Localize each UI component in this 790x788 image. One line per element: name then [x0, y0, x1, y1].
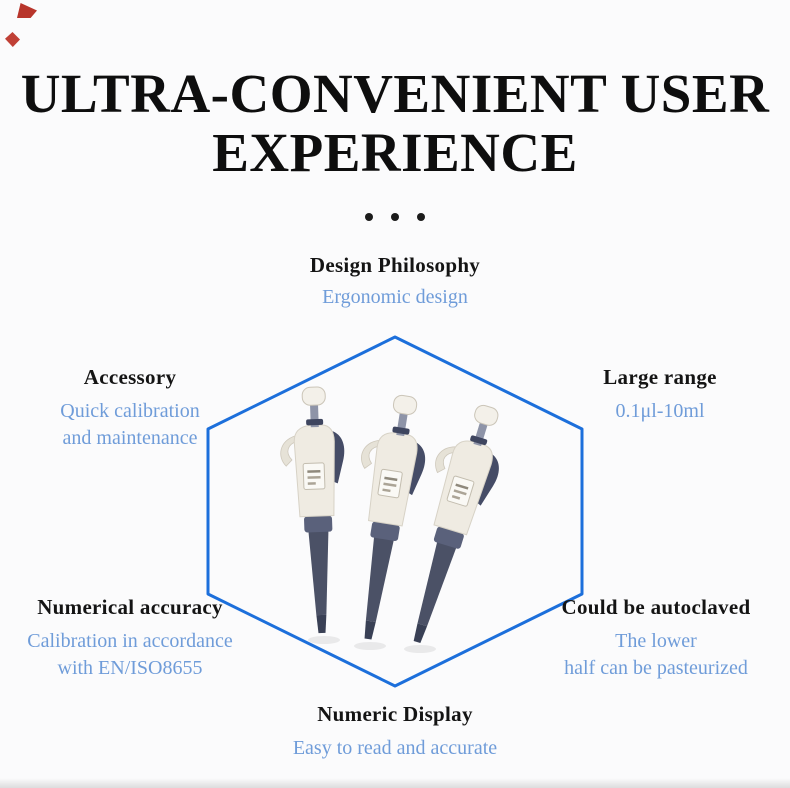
page-title: ULTRA-CONVENIENT USER EXPERIENCE: [0, 64, 790, 182]
feature-desc: The lower half can be pasteurized: [564, 630, 748, 679]
feature-large-range: Large range 0.1μl-10ml: [540, 364, 780, 425]
feature-design-philosophy: Design Philosophy Ergonomic design: [0, 252, 790, 311]
hexagon-outline: [206, 335, 584, 688]
bottom-shadow: [0, 778, 790, 788]
dot-icon: [417, 213, 425, 221]
feature-desc: Easy to read and accurate: [292, 737, 498, 759]
feature-label: Large range: [603, 365, 717, 389]
feature-could-be-autoclaved: Could be autoclaved The lower half can b…: [534, 594, 778, 682]
feature-desc: 0.1μl-10ml: [615, 400, 705, 422]
feature-label: Design Philosophy: [309, 253, 481, 277]
feature-desc: Ergonomic design: [322, 286, 468, 308]
feature-numeric-display: Numeric Display Easy to read and accurat…: [0, 701, 790, 762]
feature-accessory: Accessory Quick calibration and maintena…: [10, 364, 250, 452]
feature-desc: Calibration in accordance with EN/ISO865…: [27, 630, 233, 679]
dot-icon: [365, 213, 373, 221]
feature-label: Numeric Display: [317, 702, 473, 726]
page-title-line2: EXPERIENCE: [212, 122, 578, 183]
feature-label: Could be autoclaved: [561, 595, 751, 619]
feature-label: Numerical accuracy: [37, 595, 223, 619]
dot-icon: [391, 213, 399, 221]
dots-separator: [0, 213, 790, 221]
page-title-line1: ULTRA-CONVENIENT USER: [20, 63, 770, 124]
feature-label: Accessory: [83, 365, 177, 389]
feature-desc: Quick calibration and maintenance: [60, 400, 200, 449]
pipette-image: [277, 385, 517, 651]
feature-numerical-accuracy: Numerical accuracy Calibration in accord…: [8, 594, 252, 682]
